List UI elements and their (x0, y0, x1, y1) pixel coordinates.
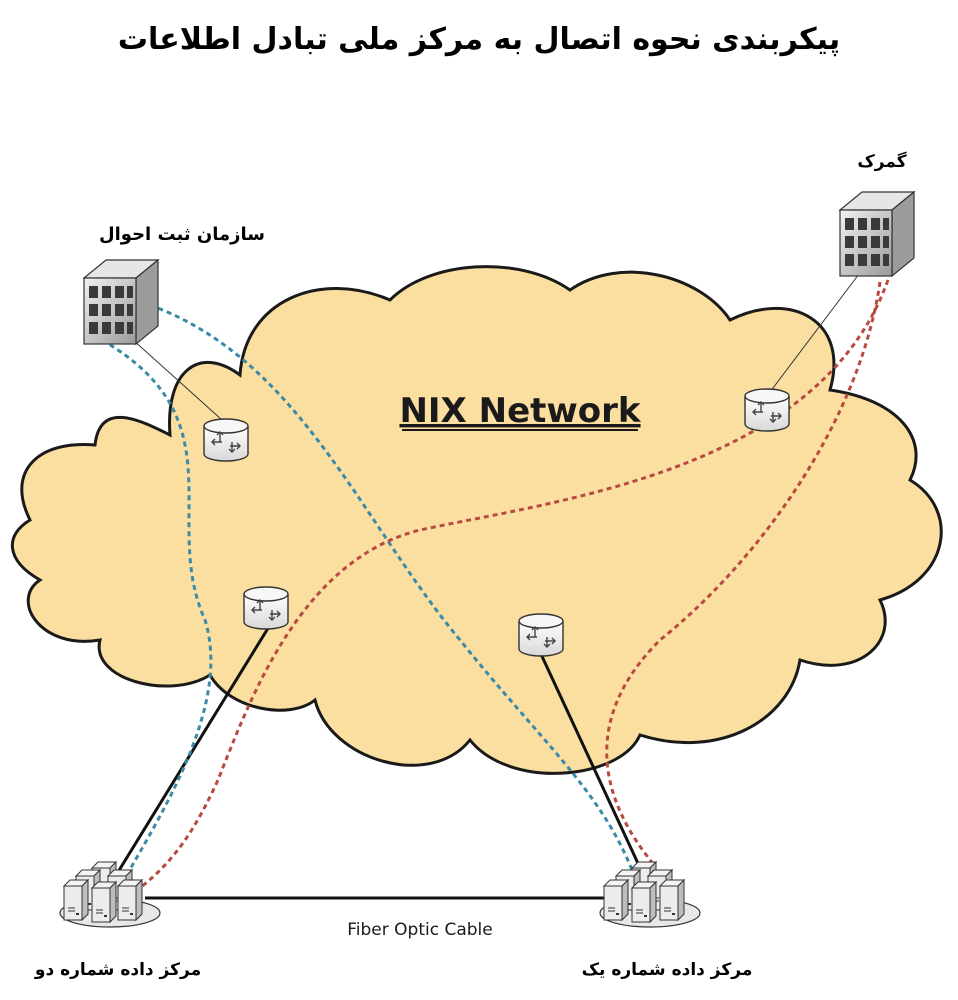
nix-network-label: NIX Network (399, 391, 641, 431)
datacenter-one-icon (599, 861, 701, 928)
router-left-upper (203, 418, 249, 462)
red-dotted-link-dc2 (139, 279, 890, 890)
civil-registry-building-icon (83, 259, 159, 345)
router-right-upper (744, 388, 790, 432)
router-center-lower (518, 613, 564, 657)
datacenter-two-label: مرکز داده شماره دو (34, 960, 201, 980)
red-dotted-link-dc1 (605, 281, 882, 867)
civil-registry-label: سازمان ثبت احوال (99, 224, 265, 245)
link-dc1-router (538, 651, 644, 873)
customs-building-icon (839, 191, 915, 277)
blue-dotted-link-dc2 (101, 338, 213, 879)
fiber-optic-cable-label: Fiber Optic Cable (347, 920, 492, 940)
customs-label: گمرک (857, 151, 906, 172)
router-left-lower (243, 586, 289, 630)
link-router-building-left (121, 329, 223, 421)
diagram-title: پیکربندی نحوه اتصال به مرکز ملی تبادل اط… (117, 22, 841, 57)
link-router-building-right (769, 269, 863, 393)
datacenter-one-label: مرکز داده شماره یک (582, 960, 753, 980)
blue-dotted-link-dc1 (149, 303, 634, 871)
datacenter-two-icon (59, 861, 161, 928)
link-dc2-router (116, 624, 272, 873)
